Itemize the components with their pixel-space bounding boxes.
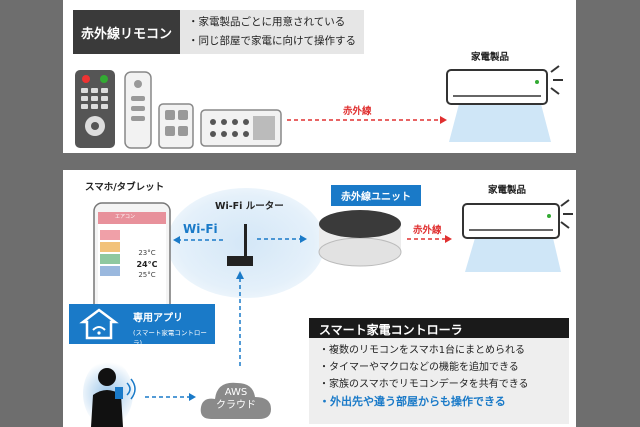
person-with-phone-icon	[91, 368, 136, 427]
light-remote-icon	[158, 103, 194, 149]
top-infrared-label: 赤外線	[343, 106, 372, 117]
person-to-cloud-arrow	[145, 393, 196, 401]
remote-notes: ・家電製品ごとに用意されている ・同じ部屋で家電に向けて操作する	[180, 10, 365, 54]
cloud-label: AWS クラウド	[197, 386, 275, 412]
phone-temp-3: 25°C	[138, 271, 156, 279]
top-infrared-arrow	[287, 116, 447, 124]
remote-note-1: ・家電製品ごとに用意されている	[188, 16, 346, 28]
infrared-unit-icon	[318, 210, 402, 267]
remote-note-2: ・同じ部屋で家電に向けて操作する	[188, 35, 357, 47]
app-label-box: 専用アプリ (スマート家電コントローラ)	[129, 304, 215, 347]
wifi-arrow	[173, 236, 223, 244]
slim-remote-icon	[124, 71, 152, 149]
remote-controls-illustration	[75, 70, 282, 149]
cloud-label-cloud: クラウド	[216, 400, 256, 411]
infrared-unit-label: 赤外線ユニット	[331, 185, 421, 206]
phone-temps: 23°C 24°C 25°C	[129, 248, 165, 281]
app-icon-box	[69, 304, 129, 344]
ac-remote-icon	[200, 109, 282, 147]
cloud-label-aws: AWS	[224, 387, 248, 398]
phone-temp-2: 24°C	[136, 260, 158, 269]
smartphone-icon	[93, 202, 171, 318]
smartphone-label: スマホ/タブレット	[85, 182, 165, 193]
bottom-appliance-label: 家電製品	[488, 185, 527, 196]
home-app-icon	[79, 308, 119, 340]
phone-screen-title: エアコン	[115, 214, 136, 220]
controller-box-title: スマート家電コントローラ	[319, 323, 463, 337]
router-label: Wi-Fi ルーター	[215, 201, 284, 212]
air-conditioner-icon	[446, 65, 563, 142]
traditional-remote-panel: 赤外線リモコン ・家電製品ごとに用意されている ・同じ部屋で家電に向けて操作する	[63, 0, 576, 153]
tv-remote-icon	[75, 70, 115, 148]
app-label: 専用アプリ	[133, 313, 183, 324]
cloud-to-router-arrow	[236, 271, 244, 366]
controller-bullet-3: ・家族のスマホでリモコンデータを共有できる	[319, 379, 529, 390]
smart-controller-panel: スマホ/タブレット エアコン 23°C 24°C 25°C Wi-Fi ルーター…	[63, 170, 576, 427]
controller-box-header: スマート家電コントローラ	[309, 318, 569, 338]
controller-box-body: ・複数のリモコンをスマホ1台にまとめられる ・タイマーやマクロなどの機能を追加で…	[309, 338, 569, 424]
air-conditioner-icon-2	[462, 199, 573, 272]
wifi-label: Wi-Fi	[183, 222, 218, 236]
aws-cloud-icon	[200, 382, 271, 419]
controller-bullet-highlight: ・外出先や違う部屋からも操作できる	[319, 395, 506, 408]
controller-bullet-1: ・複数のリモコンをスマホ1台にまとめられる	[319, 345, 526, 356]
remote-header: 赤外線リモコン ・家電製品ごとに用意されている ・同じ部屋で家電に向けて操作する	[73, 10, 365, 54]
bottom-infrared-arrow	[407, 235, 452, 243]
remote-title: 赤外線リモコン	[73, 10, 181, 54]
bottom-infrared-label: 赤外線	[413, 225, 442, 236]
router-to-unit-arrow	[257, 235, 307, 243]
controller-bullet-2: ・タイマーやマクロなどの機能を追加できる	[319, 362, 519, 373]
top-appliance-label: 家電製品	[471, 52, 510, 63]
phone-temp-1: 23°C	[138, 249, 156, 257]
app-sublabel: (スマート家電コントローラ)	[133, 329, 207, 347]
wifi-router-icon	[227, 224, 253, 266]
